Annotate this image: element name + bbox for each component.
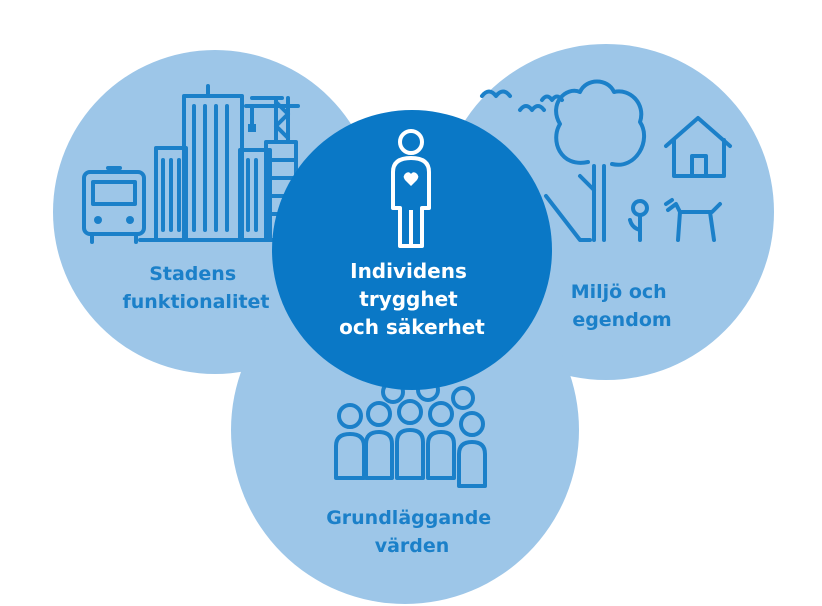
tree-icon [554, 79, 647, 242]
label-line: Miljö och [571, 281, 667, 303]
house-icon [664, 116, 732, 178]
label-line: Grundläggande [326, 507, 491, 529]
label-grundlaggande-varden: Grundläggande värden [326, 507, 498, 557]
bus-icon [82, 166, 146, 244]
label-line: och säkerhet [339, 315, 485, 339]
center-circle [272, 110, 552, 390]
label-line: egendom [572, 309, 671, 331]
label-line: funktionalitet [122, 291, 269, 313]
label-line: värden [375, 535, 450, 557]
label-line: Individens [350, 259, 467, 283]
label-miljo-och-egendom: Miljö och egendom [571, 281, 674, 331]
label-stadens-funktionalitet: Stadens funktionalitet [122, 263, 269, 313]
person-heart-icon [391, 129, 431, 248]
dog-icon [664, 198, 722, 242]
label-line: Stadens [149, 263, 236, 285]
label-line: trygghet [359, 287, 458, 311]
label-individens-trygghet: Individens trygghet och säkerhet [339, 259, 485, 339]
crane-icon [244, 96, 300, 144]
slide-icon [544, 194, 592, 242]
flower-icon [628, 199, 649, 242]
buildings-icon [138, 84, 302, 242]
